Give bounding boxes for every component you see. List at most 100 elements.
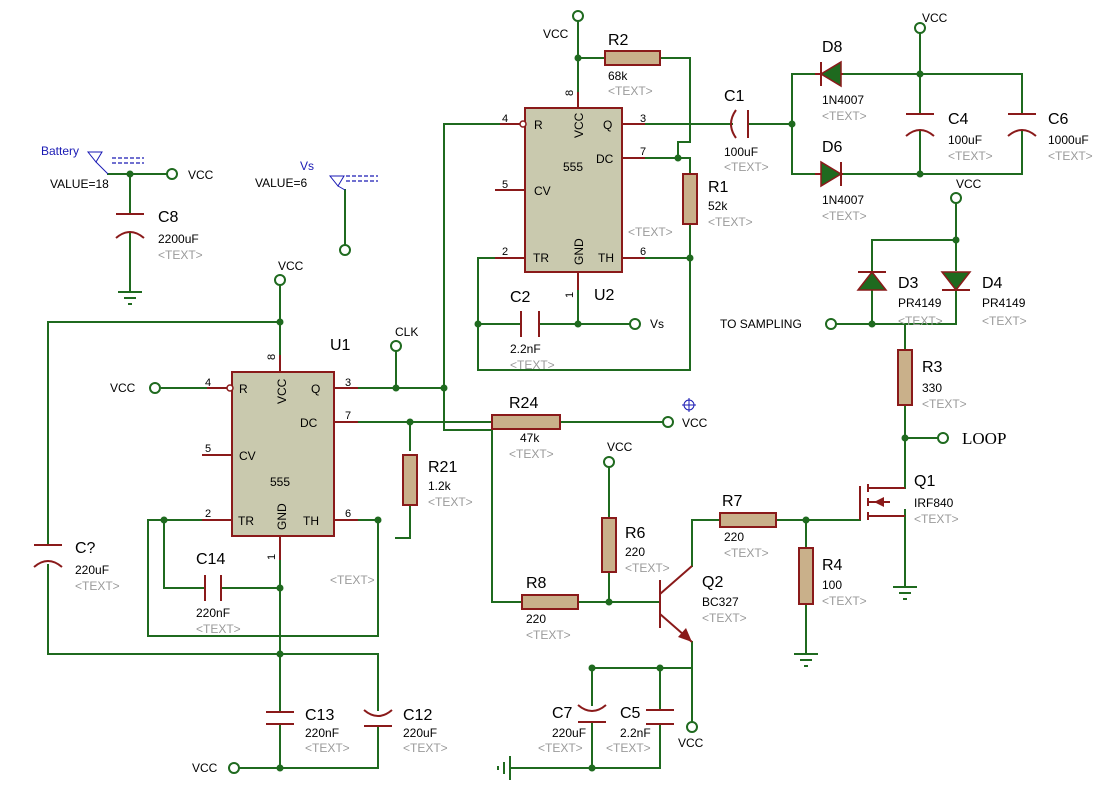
resistor-r3[interactable]: R3 330 <TEXT> [897, 349, 967, 411]
c8-ref: C8 [158, 209, 179, 226]
diode-d3[interactable]: D3 PR4149 <TEXT> [856, 270, 943, 328]
q1-ref: Q1 [914, 473, 935, 490]
u1-pin-cv-label: CV [239, 449, 256, 463]
net-label-vcc: VCC [543, 27, 569, 41]
diode-d6[interactable]: D6 1N4007 <TEXT> [815, 139, 867, 223]
c5-placeholder: <TEXT> [606, 741, 651, 755]
r24-ref: R24 [509, 395, 538, 412]
c13-placeholder: <TEXT> [305, 741, 350, 755]
net-label-vcc: VCC [110, 381, 136, 395]
r6-value: 220 [625, 545, 645, 559]
r4-placeholder: <TEXT> [822, 594, 867, 608]
battery-value: VALUE=18 [50, 177, 109, 191]
diode-d8[interactable]: D8 1N4007 <TEXT> [815, 39, 867, 123]
vcc-terminal-r24[interactable] [662, 416, 674, 428]
r2-ref: R2 [608, 32, 629, 49]
u2-pin-r-label: R [534, 118, 543, 132]
bjt-q2[interactable]: Q2 BC327 <TEXT> [659, 565, 747, 643]
capacitor-c5[interactable]: C5 2.2nF <TEXT> [606, 705, 674, 755]
vs-value: VALUE=6 [255, 176, 307, 190]
resistor-r8[interactable]: R8 220 <TEXT> [521, 575, 579, 642]
vcc-terminal-u1[interactable] [274, 274, 286, 286]
clk-terminal[interactable] [390, 340, 402, 352]
vs-terminal[interactable] [629, 318, 641, 330]
vcc-terminal-d3d4[interactable] [950, 192, 962, 204]
vcc-terminal-u2[interactable] [572, 10, 584, 22]
resistor-r2[interactable]: R2 68k <TEXT> [604, 32, 661, 98]
vcc-terminal-bottom[interactable] [228, 762, 240, 774]
r1-ref: R1 [708, 179, 729, 196]
c7-value: 220uF [552, 726, 586, 740]
c14-ref: C14 [196, 551, 225, 568]
u2-placeholder: <TEXT> [628, 225, 673, 239]
u2-pin-number: 3 [640, 113, 646, 125]
c12-placeholder: <TEXT> [403, 741, 448, 755]
r24-value: 47k [520, 431, 540, 445]
probe-icon [682, 398, 696, 412]
capacitor-c14[interactable]: C14 220nF <TEXT> [196, 551, 241, 636]
capacitor-c6[interactable]: C6 1000uF <TEXT> [1007, 111, 1093, 163]
q2-ref: Q2 [702, 574, 723, 591]
c6-ref: C6 [1048, 111, 1069, 128]
net-label-vs: Vs [650, 317, 664, 331]
r3-ref: R3 [922, 359, 943, 376]
resistor-r24[interactable]: R24 47k <TEXT> [491, 395, 561, 461]
u2-pin-number: 2 [502, 246, 508, 258]
u2-pin-q-label: Q [603, 118, 612, 132]
r21-ref: R21 [428, 459, 457, 476]
ground-symbols [118, 291, 917, 780]
cq-placeholder: <TEXT> [75, 579, 120, 593]
u2-pin-cv-label: CV [534, 184, 551, 198]
vs-source-terminal[interactable] [339, 244, 351, 256]
u2-chip-label: 555 [563, 160, 583, 174]
u2-pin-number: 7 [640, 146, 646, 158]
u1-pin-dc-label: DC [300, 416, 318, 430]
c4-placeholder: <TEXT> [948, 149, 993, 163]
ic-u1[interactable]: U1 555 R CV TR Q DC TH VCC GND 4 5 2 3 7… [202, 337, 375, 587]
resistor-r4[interactable]: R4 100 <TEXT> [798, 547, 867, 608]
capacitor-c4[interactable]: C4 100uF <TEXT> [905, 111, 993, 163]
u2-pin-th-label: TH [598, 251, 614, 265]
diode-d4[interactable]: D4 PR4149 <TEXT> [940, 271, 1027, 328]
cq-value: 220uF [75, 563, 109, 577]
capacitor-c13[interactable]: C13 220nF <TEXT> [266, 707, 350, 755]
vcc-terminal-r6[interactable] [603, 456, 615, 468]
u1-pin-number: 4 [205, 377, 211, 389]
loop-terminal[interactable] [937, 432, 949, 444]
resistor-r21[interactable]: R21 1.2k <TEXT> [402, 454, 473, 509]
resistor-r6[interactable]: R6 220 <TEXT> [601, 517, 670, 575]
r3-placeholder: <TEXT> [922, 397, 967, 411]
u2-ref: U2 [594, 287, 615, 304]
c1-ref: C1 [724, 88, 745, 105]
u1-pin-number: 2 [205, 508, 211, 520]
u1-pin-r-label: R [239, 382, 248, 396]
capacitor-c8[interactable]: C8 2200uF <TEXT> [115, 209, 203, 262]
capacitor-c1[interactable]: C1 100uF <TEXT> [724, 88, 769, 174]
capacitor-c12[interactable]: C12 220uF <TEXT> [363, 707, 448, 755]
mosfet-q1[interactable]: Q1 IRF840 <TEXT> [859, 473, 959, 526]
c4-value: 100uF [948, 133, 982, 147]
resistor-r7[interactable]: R7 220 <TEXT> [719, 493, 777, 560]
capacitor-c2[interactable]: C2 2.2nF <TEXT> [510, 289, 555, 372]
ic-u2[interactable]: U2 555 R CV TR Q DC TH VCC GND 4 5 2 3 7… [495, 90, 673, 304]
ground-icon [118, 291, 142, 305]
u1-ref: U1 [330, 337, 351, 354]
vcc-terminal-u1-reset[interactable] [149, 382, 161, 394]
r7-ref: R7 [722, 493, 743, 510]
resistor-r1[interactable]: R1 52k <TEXT> [682, 173, 753, 229]
c14-placeholder: <TEXT> [196, 622, 241, 636]
capacitor-c7[interactable]: C7 220uF <TEXT> [538, 704, 607, 755]
c4-ref: C4 [948, 111, 969, 128]
r6-placeholder: <TEXT> [625, 561, 670, 575]
vcc-terminal-q2[interactable] [686, 721, 698, 733]
net-label-vcc: VCC [192, 761, 218, 775]
d6-value: 1N4007 [822, 193, 864, 207]
to-sampling-terminal[interactable] [825, 318, 837, 330]
vcc-terminal-battery[interactable] [166, 168, 178, 180]
c13-ref: C13 [305, 707, 334, 724]
c2-value: 2.2nF [510, 342, 541, 356]
r2-value: 68k [608, 69, 628, 83]
vcc-terminal-bridge[interactable] [914, 22, 926, 34]
capacitor-c-unnamed[interactable]: C? 220uF <TEXT> [33, 540, 120, 593]
